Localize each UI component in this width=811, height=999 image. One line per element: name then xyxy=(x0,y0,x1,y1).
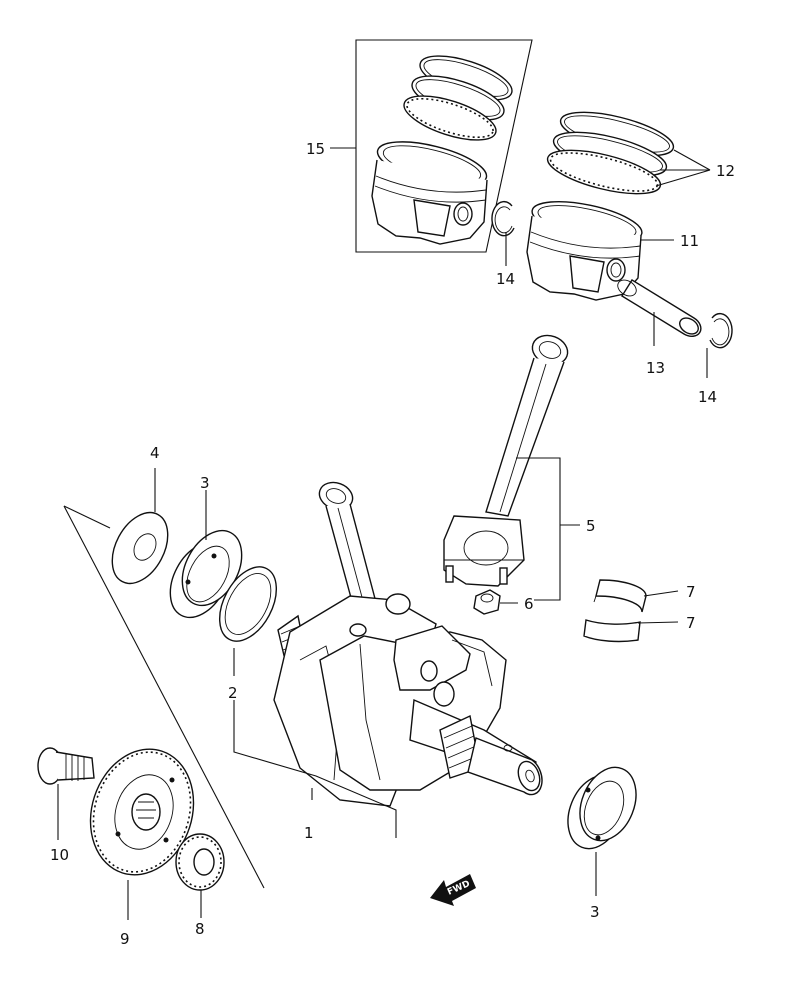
callout-1: 1 xyxy=(233,700,397,842)
callout-13: 13 xyxy=(646,312,665,377)
callout-5: 5 xyxy=(516,457,596,601)
callout-10: 10 xyxy=(50,784,69,864)
circlip-lower xyxy=(709,312,733,349)
callout-2-label: 2 xyxy=(228,684,238,702)
thrust-washer xyxy=(111,511,169,585)
main-bearing-right xyxy=(567,766,637,850)
thrust-ring xyxy=(218,566,278,642)
callout-14-lower: 14 xyxy=(698,348,717,406)
callout-3b-label: 3 xyxy=(590,903,600,921)
callout-8-label: 8 xyxy=(195,920,205,938)
callout-3-left: 3 xyxy=(200,474,210,540)
callout-15-label: 15 xyxy=(306,140,325,158)
callout-14b-label: 14 xyxy=(698,388,717,406)
callout-7: 7 7 xyxy=(637,583,696,632)
callout-11: 11 xyxy=(640,232,699,250)
callout-14a-label: 14 xyxy=(496,270,515,288)
rod-nut xyxy=(473,589,501,615)
callout-3a-label: 3 xyxy=(200,474,210,492)
piston-pin xyxy=(617,279,702,338)
callout-5-label: 5 xyxy=(586,517,596,535)
callout-12: 12 xyxy=(655,149,735,187)
callout-7b-label: 7 xyxy=(686,614,696,632)
group-bracket-left xyxy=(63,505,265,889)
callout-2: 2 xyxy=(228,648,238,702)
callout-9: 9 xyxy=(120,880,130,948)
rod-bearings xyxy=(583,579,647,643)
callout-6: 6 xyxy=(500,595,534,613)
callout-8: 8 xyxy=(195,890,205,938)
gear-bolt xyxy=(37,747,95,785)
callout-7a-label: 7 xyxy=(686,583,696,601)
callout-4: 4 xyxy=(150,444,160,512)
piston xyxy=(526,201,643,301)
crankshaft xyxy=(273,481,543,807)
small-gear xyxy=(175,833,225,891)
circlip-upper xyxy=(491,200,515,237)
callout-15: 15 xyxy=(306,140,356,158)
callout-10-label: 10 xyxy=(50,846,69,864)
fwd-arrow-icon: FWD xyxy=(430,874,476,906)
callout-12-label: 12 xyxy=(716,162,735,180)
callout-3-right: 3 xyxy=(590,852,600,921)
piston-rings xyxy=(546,111,675,195)
callout-9-label: 9 xyxy=(120,930,130,948)
callout-11-label: 11 xyxy=(680,232,699,250)
connecting-rod xyxy=(443,334,569,587)
main-bearing-left xyxy=(169,529,243,619)
callout-14-upper: 14 xyxy=(496,232,515,288)
callout-1-label: 1 xyxy=(304,824,314,842)
callout-4-label: 4 xyxy=(150,444,160,462)
callout-13-label: 13 xyxy=(646,359,665,377)
piston-set-box xyxy=(355,39,533,253)
callout-6-label: 6 xyxy=(524,595,534,613)
primary-gear xyxy=(89,748,195,876)
